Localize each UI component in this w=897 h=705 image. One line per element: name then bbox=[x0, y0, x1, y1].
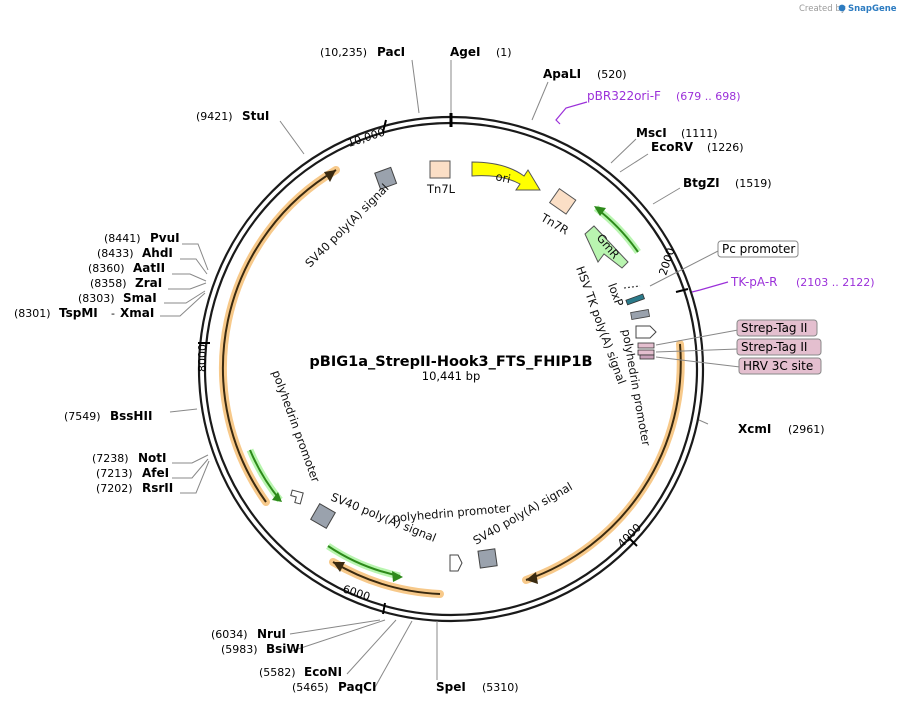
enzyme-xmai: XmaI bbox=[120, 306, 154, 320]
enzyme-smai-pos: (8303) bbox=[78, 292, 115, 305]
sv40-bottom-box bbox=[477, 548, 498, 569]
enzyme-btgzi: BtgZI bbox=[683, 176, 720, 190]
orf-arcs bbox=[219, 166, 685, 598]
tick-label-8000: 8000 bbox=[196, 344, 209, 372]
tn7r-box bbox=[548, 188, 577, 215]
enzyme-aatii: AatII bbox=[133, 261, 165, 275]
enzyme-afei-pos: (7213) bbox=[96, 467, 133, 480]
enzyme-econi: EcoNI bbox=[304, 665, 342, 679]
enzyme-rsrii: RsrII bbox=[142, 481, 173, 495]
enzyme-tspmi: TspMI bbox=[59, 306, 98, 320]
enzyme-ahdi: AhdI bbox=[142, 246, 173, 260]
enzyme-tspmi-pos: (8301) bbox=[14, 307, 51, 320]
enzyme-stui-pos: (9421) bbox=[196, 110, 233, 123]
tick-marks bbox=[198, 119, 689, 615]
strep-tag-2-box bbox=[736, 338, 822, 356]
primer-markers bbox=[555, 101, 729, 293]
loxp-label: loxP bbox=[605, 281, 626, 308]
strep-tag-1-box bbox=[736, 319, 818, 337]
enzyme-nrui: NruI bbox=[257, 627, 286, 641]
plasmid-name: pBIG1a_StrepII-Hook3_FTS_FHIP1B bbox=[309, 354, 592, 370]
enzyme-agei: AgeI bbox=[450, 45, 480, 59]
enzyme-zrai-pos: (8358) bbox=[90, 277, 127, 290]
sv40-top-label: SV40 poly(A) signal bbox=[302, 181, 391, 270]
enzyme-pvui-pos: (8441) bbox=[104, 232, 141, 245]
polyhedrin-left-label: polyhedrin promoter bbox=[269, 368, 323, 484]
hrv-3c-label: HRV 3C site bbox=[743, 359, 813, 373]
tick-label-2000: 2000 bbox=[656, 246, 677, 277]
polyhedrin-bottom-arrow bbox=[449, 554, 463, 572]
green-arrows bbox=[246, 205, 641, 582]
enzyme-rsrii-pos: (7202) bbox=[96, 482, 133, 495]
enzyme-ecorv: EcoRV bbox=[651, 140, 694, 154]
enzyme-zrai: ZraI bbox=[135, 276, 162, 290]
enzyme-econi-pos: (5582) bbox=[259, 666, 296, 679]
primer-pbr322ori-f-range: (679 .. 698) bbox=[676, 90, 741, 103]
enzyme-bsshii-pos: (7549) bbox=[64, 410, 101, 423]
enzyme-noti-pos: (7238) bbox=[92, 452, 129, 465]
enzyme-agei-pos: (1) bbox=[496, 46, 512, 59]
sv40-left-box bbox=[310, 503, 336, 529]
enzyme-aatii-pos: (8360) bbox=[88, 262, 125, 275]
enzyme-spei-pos: (5310) bbox=[482, 681, 519, 694]
enzyme-btgzi-pos: (1519) bbox=[735, 177, 772, 190]
enzyme-msci-pos: (1111) bbox=[681, 127, 718, 140]
tn7l-box bbox=[429, 160, 451, 179]
hrv-3c-box bbox=[738, 357, 822, 375]
enzyme-noti: NotI bbox=[138, 451, 167, 465]
small-features-right bbox=[623, 285, 657, 360]
plasmid-length: 10,441 bp bbox=[422, 369, 481, 383]
enzyme-paqci: PaqCI bbox=[338, 680, 376, 694]
gmr-arrow bbox=[584, 225, 629, 269]
enzyme-paci: PacI bbox=[377, 45, 405, 59]
enzyme-xcmi: XcmI bbox=[738, 422, 771, 436]
enzyme-ecorv-pos: (1226) bbox=[707, 141, 744, 154]
enzyme-xcmi-pos: (2961) bbox=[788, 423, 825, 436]
enzyme-labels: (10,235) PacI AgeI (1) ApaLI (520) MscI … bbox=[14, 45, 825, 694]
enzyme-ahdi-pos: (8433) bbox=[97, 247, 134, 260]
ori-label: ori bbox=[494, 169, 512, 186]
enzyme-stui: StuI bbox=[242, 109, 269, 123]
sv40-top-box bbox=[374, 166, 398, 190]
feature-leaders bbox=[649, 249, 741, 368]
enzyme-nrui-pos: (6034) bbox=[211, 628, 248, 641]
enzyme-bsshii: BssHII bbox=[110, 409, 152, 423]
enzyme-pvui: PvuI bbox=[150, 231, 180, 245]
polyhedrin-left-arrow bbox=[290, 489, 304, 505]
enzyme-msci: MscI bbox=[636, 126, 667, 140]
primer-tk-pa-r-range: (2103 .. 2122) bbox=[796, 276, 875, 289]
enzyme-bsiwi: BsiWI bbox=[266, 642, 304, 656]
strep-tag-2-label: Strep-Tag II bbox=[741, 340, 807, 354]
enzyme-spei: SpeI bbox=[436, 680, 466, 694]
primer-tk-pa-r: TK-pA-R bbox=[730, 275, 778, 289]
enzyme-paci-pos: (10,235) bbox=[320, 46, 367, 59]
leader-lines bbox=[160, 59, 709, 690]
tick-label-6000: 6000 bbox=[341, 582, 372, 603]
enzyme-apali: ApaLI bbox=[543, 67, 581, 81]
strep-tag-1-label: Strep-Tag II bbox=[741, 321, 807, 335]
credit-brand: SnapGene bbox=[848, 4, 897, 14]
tick-label-10000: 10,000 bbox=[346, 126, 387, 150]
enzyme-tspmi-sep: - bbox=[111, 307, 115, 320]
snapgene-logo-icon bbox=[838, 4, 846, 12]
primer-pbr322ori-f: pBR322ori-F bbox=[587, 89, 661, 103]
enzyme-afei: AfeI bbox=[142, 466, 169, 480]
enzyme-smai: SmaI bbox=[123, 291, 157, 305]
pc-promoter-label: Pc promoter bbox=[722, 242, 795, 256]
enzyme-paqci-pos: (5465) bbox=[292, 681, 329, 694]
tn7l-label: Tn7L bbox=[426, 182, 456, 196]
credit-created-by: Created by bbox=[799, 4, 846, 14]
pc-promoter-box bbox=[717, 240, 799, 258]
enzyme-bsiwi-pos: (5983) bbox=[221, 643, 258, 656]
enzyme-apali-pos: (520) bbox=[597, 68, 627, 81]
ori-arrow bbox=[471, 161, 541, 191]
